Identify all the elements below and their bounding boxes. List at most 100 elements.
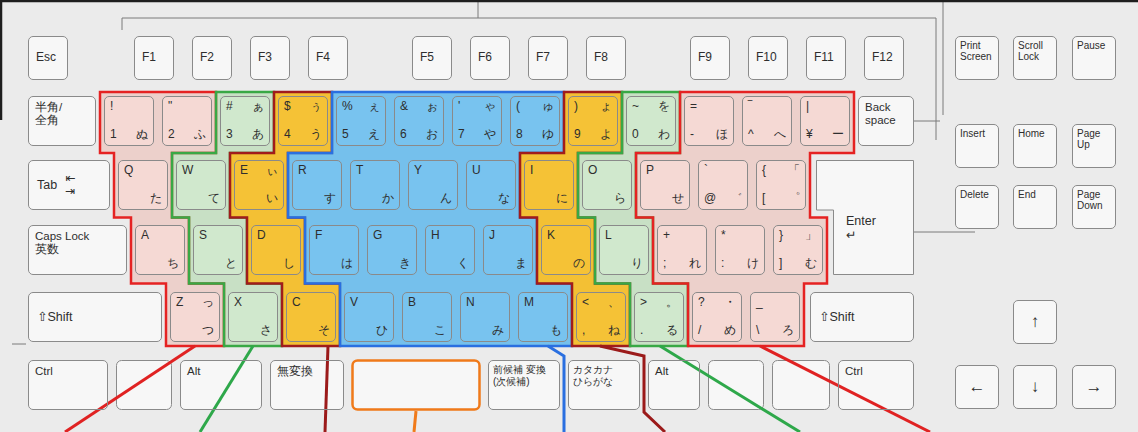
key-legend: ほ (716, 128, 728, 142)
finger-zone (288, 92, 572, 346)
key-legend: こ (434, 324, 446, 338)
keycap (192, 36, 232, 80)
frame-line (478, 2, 479, 18)
key: Sと (193, 225, 243, 275)
finger-line (760, 346, 930, 432)
key: Cそ (286, 292, 336, 342)
key: Gき (367, 225, 417, 275)
key-legend: Delete (960, 189, 994, 200)
key-legend: ↑ (1031, 312, 1040, 332)
key-legend: え (368, 128, 380, 142)
key: Eぃい (234, 160, 284, 210)
key-legend: や (484, 128, 496, 142)
key-row: 9よ (574, 128, 612, 142)
key-legend: 2 (168, 128, 175, 142)
key-legend: ら (614, 192, 626, 206)
keycap (1072, 36, 1116, 80)
key-legend: ょ (600, 100, 612, 114)
key: &ぉ6お (394, 96, 444, 146)
keycap (1013, 365, 1057, 409)
key-legend: } (779, 229, 783, 243)
keycap (1072, 124, 1116, 168)
key-legend: Pause (1077, 40, 1111, 51)
key-legend: # (226, 100, 233, 114)
key-row: M (524, 296, 562, 310)
key: 前候補 変換(次候補) (488, 360, 560, 410)
keycap (28, 225, 127, 275)
key-row: P (646, 164, 684, 178)
key-legend: Alt (187, 365, 255, 378)
key: F10 (748, 36, 788, 80)
key-row: Q (124, 164, 162, 178)
frame-line (122, 18, 123, 30)
key-row: こ (408, 324, 446, 338)
key-row: り (605, 257, 643, 271)
key-legend: き (399, 257, 411, 271)
key-row: [゜ (762, 192, 800, 206)
key: $ぅ4う (278, 96, 328, 146)
key-row: て (182, 192, 220, 206)
key-row: L (605, 229, 643, 243)
key: F11 (806, 36, 846, 80)
key-row: Eぃ (240, 164, 278, 178)
key-legend: ひ (376, 324, 388, 338)
key-legend: た (150, 192, 162, 206)
key-row: ま (489, 257, 527, 271)
key: F2 (192, 36, 232, 80)
key-legend: F6 (478, 51, 492, 65)
key-row: ~を (632, 100, 670, 114)
key: F8 (586, 36, 626, 80)
key-legend: T (356, 164, 363, 178)
key-legend: \ (756, 324, 759, 338)
key: Hく (425, 225, 475, 275)
key-legend: Print Screen (960, 40, 994, 62)
key-row: V (350, 296, 388, 310)
space-bar (353, 361, 480, 410)
key: ↓ (1013, 365, 1057, 409)
key-row: ^へ (748, 128, 786, 142)
key-row: き (373, 257, 411, 271)
key-legend: F8 (594, 51, 608, 65)
key-legend: ぉ (426, 100, 438, 114)
key-row: _ (756, 296, 794, 310)
key-row: \ろ (756, 324, 794, 338)
key-legend: [ (762, 192, 765, 206)
key: Qた (118, 160, 168, 210)
key-row: >。 (640, 296, 678, 310)
key-legend: Q (124, 164, 133, 178)
keycap (690, 36, 730, 80)
key-legend: ち (167, 257, 179, 271)
key-legend: 無変換 (277, 365, 337, 378)
key-legend: ま (515, 257, 527, 271)
key-legend: し (283, 257, 295, 271)
key: _ \ろ (750, 292, 800, 342)
keycap (28, 292, 162, 342)
key-legend: ゛ (730, 192, 742, 206)
key-legend: ' (458, 100, 460, 114)
key-row: I (530, 164, 568, 178)
key-row: ち (141, 257, 179, 271)
key-legend: F2 (200, 51, 214, 65)
key-legend: ] (779, 257, 782, 271)
key: !1ぬ (104, 96, 154, 146)
key-row: な (472, 192, 510, 206)
key-legend: ¥ (806, 128, 813, 142)
key-legend: F1 (142, 51, 156, 65)
key-row: は (315, 257, 353, 271)
key-legend: E (240, 164, 248, 178)
keycap (28, 360, 108, 410)
key-legend: : (721, 257, 724, 271)
keycap (134, 36, 174, 80)
key-row: 'ゃ (458, 100, 496, 114)
key: F5 (412, 36, 452, 80)
key-row: J (489, 229, 527, 243)
key: Yん (408, 160, 458, 210)
key-row: ! (110, 100, 148, 114)
key-row: つ (176, 324, 214, 338)
key-legend: へ (774, 128, 786, 142)
key-legend: ? (698, 296, 705, 310)
key-legend: ← (969, 377, 986, 397)
key: → (1072, 365, 1116, 409)
keycaps (28, 36, 1116, 410)
